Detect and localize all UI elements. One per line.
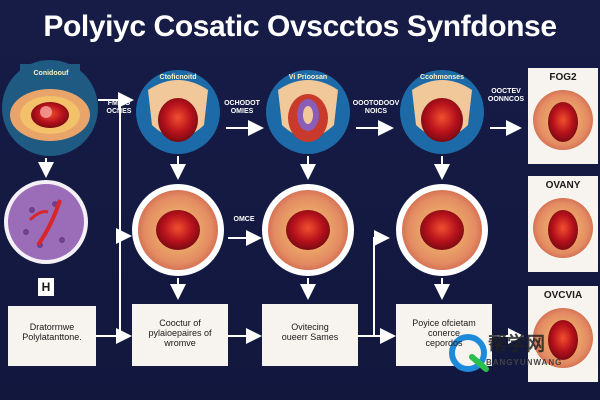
side-panel-1-label: FOG2 [549, 72, 577, 83]
h-label-box [38, 278, 54, 296]
side-panel-1 [528, 68, 598, 164]
middle-ovary-2 [262, 184, 354, 276]
circle4-label: Ccohmonses [420, 74, 464, 81]
bottom-box-2 [132, 304, 228, 366]
bottom-box-4 [396, 304, 492, 366]
middle-ovary-1 [132, 184, 224, 276]
watermark-cn: 帮学网 [488, 334, 546, 355]
watermark-en: BANGYUNWANG [486, 358, 563, 367]
page-title: Polyiyc Cosatic Ovscctos Synfdonse [43, 10, 557, 43]
flow-arrows [38, 92, 524, 344]
middle-arrow-label: OMCE [233, 216, 255, 223]
h-label: H [41, 280, 51, 294]
side-panel-2-label: OVANY [545, 180, 581, 191]
circle3-label: Vi Prioosan [288, 74, 328, 81]
side-panel-3-label: OVCVIA [543, 290, 583, 301]
watermark-logo-icon [449, 334, 489, 372]
watermark: 帮学网 BANGYUNWANG [448, 323, 598, 383]
side-panel-2 [528, 176, 598, 272]
top-circle-4 [400, 70, 484, 154]
circle1-label: Conidoouf [33, 70, 69, 77]
top-circle-1 [2, 60, 98, 156]
side-panel-3 [528, 286, 598, 382]
middle-ovary-3 [396, 184, 488, 276]
top-circle-2 [136, 70, 220, 154]
cell-tissue-circle [4, 180, 88, 264]
top-circle-3 [266, 70, 350, 154]
bottom-box-3 [262, 304, 358, 366]
bottom-box-1 [8, 306, 96, 366]
circle2-label: Ctoficnoitd [159, 74, 197, 81]
